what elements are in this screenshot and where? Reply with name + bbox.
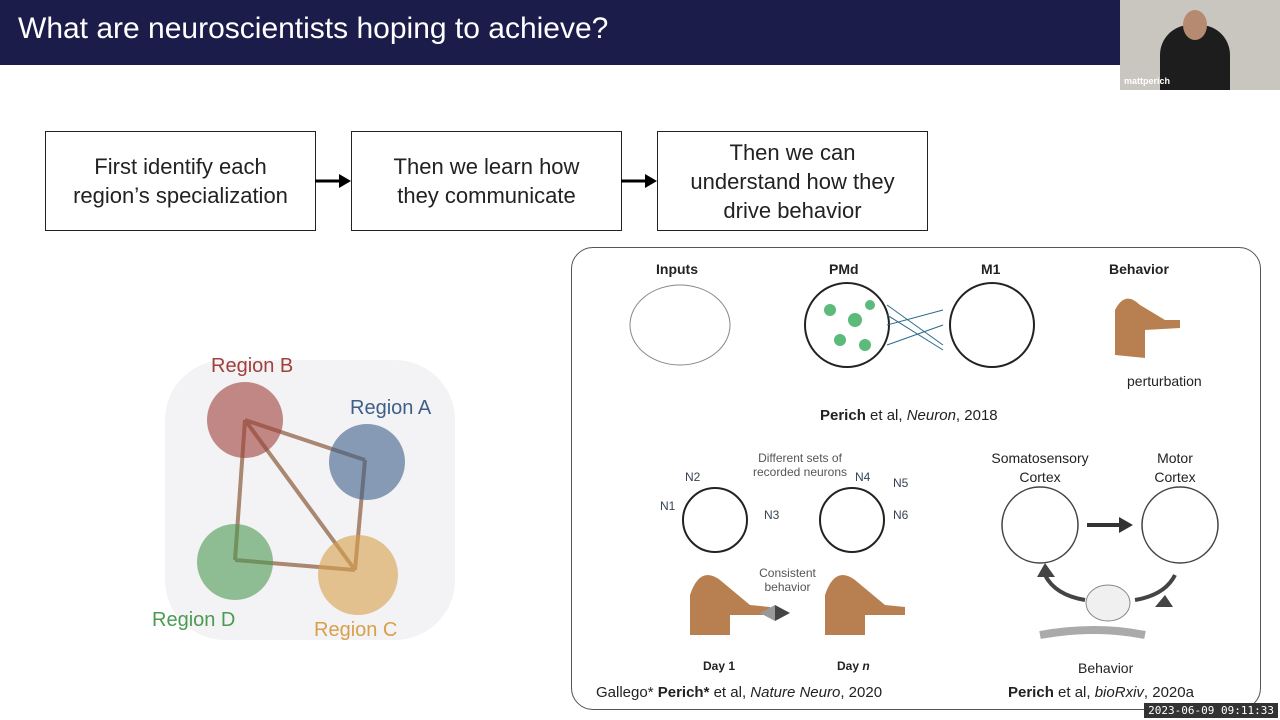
cite-author: Perich [820, 407, 866, 424]
cite-text: et al, [709, 684, 751, 701]
webcam-video: mattperich [1120, 0, 1280, 90]
pmd-label: PMd [829, 261, 859, 277]
perturbation-label: perturbation [1127, 373, 1202, 389]
cite-author: Perich* [657, 684, 710, 701]
motor-cortex-label: Motor Cortex [1154, 450, 1196, 485]
behavior-label: Behavior [1109, 261, 1169, 277]
cite-year: , 2018 [955, 407, 998, 424]
cite-journal: bioRxiv [1094, 684, 1144, 701]
recorded-neurons-caption: Different sets of recorded neurons [752, 451, 848, 479]
title-bar: What are neuroscientists hoping to achie… [0, 0, 1120, 65]
sensorimotor-loop-figure [1001, 486, 1219, 639]
cite-journal: Neuron [906, 407, 956, 424]
neuron-label: N2 [685, 470, 701, 484]
participant-name: mattperich [1124, 76, 1171, 86]
recording-timestamp: 2023-06-09 09:11:33 [1144, 703, 1278, 718]
region-a-cluster [329, 424, 405, 500]
neuron-label: N5 [893, 476, 909, 490]
arrow-right-icon [621, 174, 657, 188]
cite-year: , 2020a [1143, 684, 1194, 701]
step-text: First identify each [94, 154, 267, 179]
flow-step-3: Then we can understand how they drive beha… [657, 131, 928, 231]
consistent-behavior-label: Consistent behavior [759, 566, 816, 594]
step-text: drive behavior [723, 197, 862, 223]
neuron-label: N3 [764, 508, 780, 522]
step-text: Then we learn how [393, 154, 580, 179]
day-1-label: Day 1 [703, 659, 736, 673]
m1-label: M1 [981, 261, 1001, 277]
citation-biorxiv-2020a: Perich et al, bioRxiv, 2020a [1008, 684, 1194, 701]
person-head [1183, 10, 1207, 40]
behavior-loop-label: Behavior [1078, 660, 1134, 676]
cite-journal: Nature Neuro [750, 684, 841, 701]
step-text: Then we can [729, 139, 856, 165]
brain-network-diagram [165, 360, 455, 640]
region-c-label: Region C [314, 619, 398, 641]
neuron-label: N1 [660, 499, 676, 513]
region-d-label: Region D [152, 609, 236, 631]
citation-nature-neuro-2020: Gallego* Perich* et al, Nature Neuro, 20… [596, 684, 882, 701]
figure-panel [571, 247, 1261, 710]
neuron-label: N6 [893, 508, 909, 522]
step-text: region’s specialization [73, 183, 288, 208]
day-n-label: Day n [837, 659, 870, 673]
region-d-cluster [197, 524, 273, 600]
flow-step-1: First identify each region’s specializati… [45, 131, 316, 231]
step-text: understand how they [690, 168, 895, 194]
pmd-m1-circuit-figure [629, 282, 1180, 368]
step-text: they communicate [397, 183, 576, 208]
day-prefix: Day [837, 659, 863, 673]
flow-step-2: Then we learn how they communicate [351, 131, 622, 231]
region-b-cluster [207, 382, 283, 458]
somatosensory-cortex-label: Somatosensory Cortex [991, 450, 1089, 485]
region-b-label: Region B [211, 355, 294, 377]
region-c-cluster [318, 535, 398, 615]
region-a-label: Region A [350, 397, 432, 419]
cite-author: Perich [1008, 684, 1054, 701]
citation-neuron-2018: Perich et al, Neuron, 2018 [820, 407, 998, 424]
neuron-label: N4 [855, 470, 871, 484]
cite-text: et al, [865, 407, 907, 424]
day-var: n [862, 659, 870, 673]
recording-days-figure [682, 487, 905, 635]
cite-text: Gallego* [596, 684, 658, 701]
slide-title: What are neuroscientists hoping to achie… [18, 12, 609, 45]
cite-text: et al, [1053, 684, 1095, 701]
cite-year: , 2020 [840, 684, 883, 701]
inputs-label: Inputs [656, 261, 698, 277]
arrow-right-icon [315, 174, 351, 188]
